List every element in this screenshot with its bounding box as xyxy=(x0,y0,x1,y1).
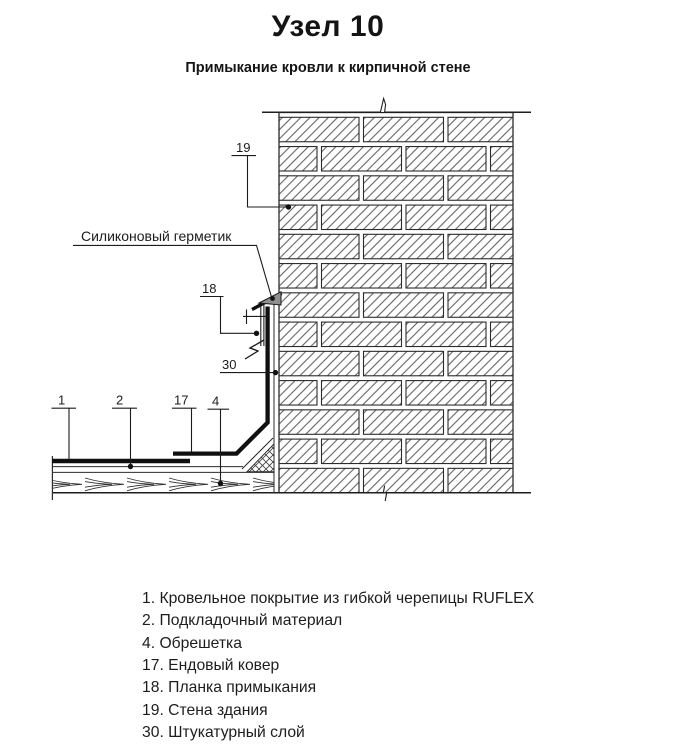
callout-2-dot xyxy=(127,463,134,470)
callout-2: 2 xyxy=(116,393,123,408)
legend: 1. Кровельное покрытие из гибкой черепиц… xyxy=(142,588,534,744)
callout-1: 1 xyxy=(58,393,65,408)
callouts: 19 Силиконовый герметик 18 30 1 2 xyxy=(51,140,292,487)
brick xyxy=(279,116,360,143)
brick xyxy=(279,146,318,172)
brick xyxy=(320,263,403,289)
callout-19-dot xyxy=(285,204,292,210)
callout-30: 30 xyxy=(222,357,236,372)
legend-item-1: 1. Кровельное покрытие из гибкой черепиц… xyxy=(142,590,535,607)
brick xyxy=(405,321,487,348)
callout-17: 17 xyxy=(174,393,188,408)
brick xyxy=(447,467,513,493)
legend-item-19: 19. Стена здания xyxy=(142,701,268,719)
brick xyxy=(362,116,445,143)
brick xyxy=(279,292,360,318)
brick xyxy=(405,380,487,406)
brick xyxy=(362,175,445,201)
brick xyxy=(405,438,487,465)
callout-19-leader xyxy=(246,155,288,208)
brick xyxy=(447,292,513,318)
technical-drawing: 19 Силиконовый герметик 18 30 1 2 xyxy=(51,96,531,502)
brick xyxy=(489,146,513,172)
legend-item-30: 30. Штукатурный слой xyxy=(142,724,305,742)
callout-19: 19 xyxy=(236,140,250,155)
brick xyxy=(362,467,445,493)
brick xyxy=(489,321,513,348)
callout-30-dot xyxy=(272,369,279,376)
brick xyxy=(279,175,360,201)
legend-item-4: 4. Обрешетка xyxy=(142,634,242,652)
brick xyxy=(447,233,513,260)
wedge-parallel-line xyxy=(241,437,274,470)
brick xyxy=(447,116,513,143)
brick xyxy=(279,321,318,348)
brick xyxy=(362,233,445,260)
top-break-mark xyxy=(379,96,387,113)
brick xyxy=(405,204,487,231)
brick xyxy=(489,204,513,231)
valley-carpet xyxy=(173,306,270,456)
brick xyxy=(279,350,360,377)
brick xyxy=(279,233,360,260)
brick xyxy=(362,350,445,377)
brick xyxy=(320,146,403,172)
brick xyxy=(362,292,445,318)
page-subtitle: Примыкание кровли к кирпичной стене xyxy=(185,60,471,76)
sheathing-wood-grain xyxy=(52,473,274,493)
callout-18-dot xyxy=(253,330,260,336)
brick xyxy=(447,175,513,201)
callout-18: 18 xyxy=(202,281,216,296)
brick xyxy=(279,263,318,289)
brick xyxy=(489,438,513,465)
brick xyxy=(447,350,513,377)
legend-item-2: 2. Подкладочный материал xyxy=(142,612,343,630)
brick xyxy=(279,467,360,493)
callout-4-dot xyxy=(217,480,224,487)
roof-assembly xyxy=(51,290,283,500)
brick xyxy=(320,321,403,348)
legend-item-17: 17. Ендовый ковер xyxy=(142,657,280,675)
brick xyxy=(489,380,513,406)
page-title: Узел 10 xyxy=(271,10,385,43)
bottom-break-mark xyxy=(382,485,388,502)
brick xyxy=(320,438,403,465)
brick xyxy=(405,263,487,289)
brick-wall xyxy=(52,96,531,502)
brick xyxy=(405,146,487,172)
sealant-leader xyxy=(73,244,273,298)
cant-wedge xyxy=(245,442,275,473)
callout-18-leader xyxy=(219,296,256,334)
brick xyxy=(489,263,513,289)
legend-item-18: 18. Планка примыкания xyxy=(142,679,317,697)
brick xyxy=(279,438,318,465)
sealant-fill xyxy=(257,290,282,306)
brick xyxy=(447,409,513,435)
plank-break-zigzag xyxy=(244,339,265,360)
brick xyxy=(279,409,360,435)
brick xyxy=(279,204,318,231)
brick xyxy=(320,204,403,231)
brick xyxy=(320,380,403,406)
brick xyxy=(279,380,318,406)
brick xyxy=(362,409,445,435)
sealant-label: Силиконовый герметик xyxy=(81,228,232,244)
sealant-dot xyxy=(270,296,275,301)
callout-4: 4 xyxy=(212,394,219,409)
